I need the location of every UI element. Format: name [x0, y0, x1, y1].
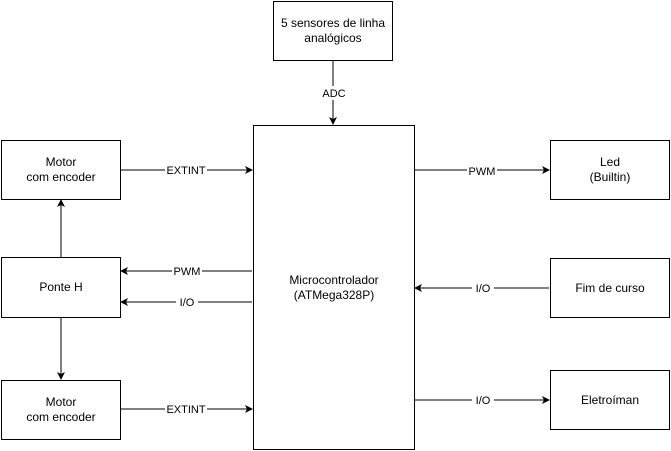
edge-mcu-to-led: PWM: [414, 164, 550, 178]
sensors-label: 5 sensores de linha analógicos: [280, 16, 386, 45]
edge-label-io-bridge: I/O: [180, 297, 195, 309]
motor-top-label: Motor com encoder: [26, 155, 96, 184]
edge-label-extint-bottom: EXTINT: [166, 404, 205, 416]
led-block: Led (Builtin): [550, 140, 670, 200]
edge-mcu-to-electromagnet: I/O: [414, 393, 550, 407]
edge-switch-to-mcu: I/O: [414, 281, 549, 295]
electromagnet-block: Eletroíman: [550, 370, 670, 430]
motor-bottom-label: Motor com encoder: [26, 395, 96, 424]
h-bridge-label: Ponte H: [39, 280, 83, 294]
microcontroller-block: Microcontrolador (ATMega328P): [253, 125, 415, 450]
edge-label-pwm-bridge: PWM: [174, 266, 201, 278]
electromagnet-label: Eletroíman: [580, 392, 640, 407]
sensors-block: 5 sensores de linha analógicos: [273, 1, 393, 61]
edge-motor-bottom-to-mcu: EXTINT: [121, 402, 253, 416]
edge-motor-top-to-mcu: EXTINT: [121, 163, 253, 177]
h-bridge-block: Ponte H: [1, 257, 121, 318]
edge-label-io-switch: I/O: [476, 283, 491, 295]
led-label: Led (Builtin): [589, 155, 631, 184]
edge-label-io-electromagnet: I/O: [476, 395, 491, 407]
microcontroller-label: Microcontrolador (ATMega328P): [289, 272, 379, 302]
limit-switch-label: Fim de curso: [575, 280, 645, 295]
edge-mcu-to-bridge-io: I/O: [120, 295, 252, 309]
limit-switch-block: Fim de curso: [550, 258, 670, 318]
edge-mcu-to-bridge-pwm: PWM: [120, 264, 252, 278]
motor-bottom-block: Motor com encoder: [1, 380, 121, 440]
edge-label-pwm-led: PWM: [469, 166, 496, 178]
motor-top-block: Motor com encoder: [1, 140, 121, 200]
edge-label-extint-top: EXTINT: [166, 165, 205, 177]
edge-sensors-to-mcu: ADC: [320, 61, 348, 125]
edge-label-adc: ADC: [322, 88, 345, 100]
